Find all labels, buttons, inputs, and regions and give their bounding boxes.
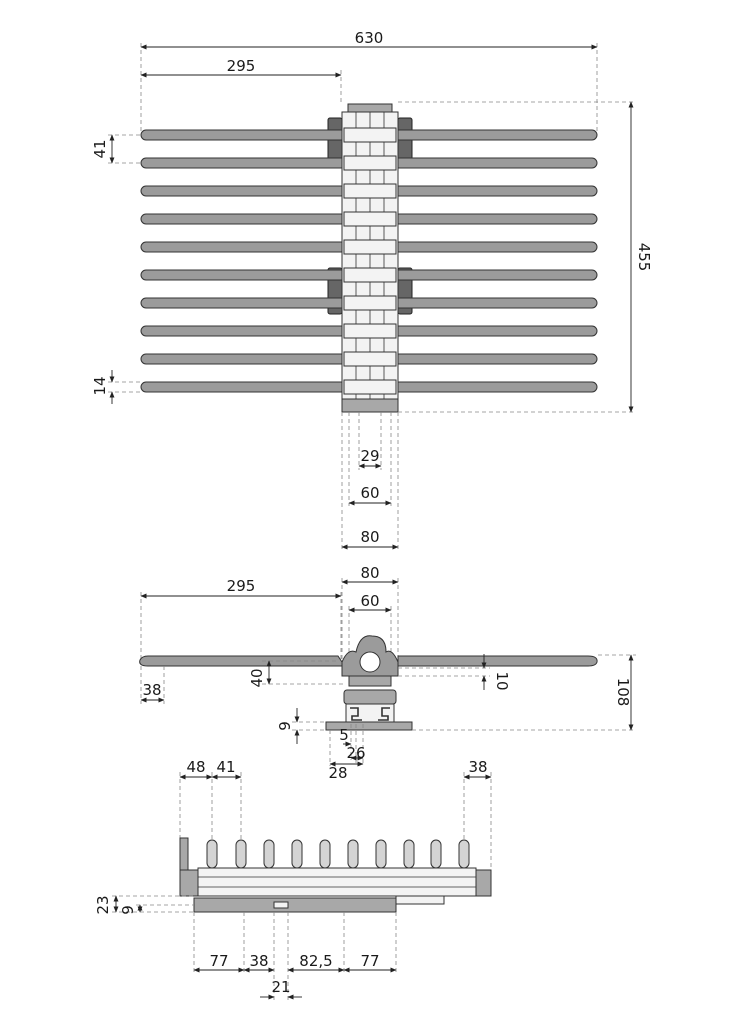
dim-label-width-80: 80 [360, 564, 379, 582]
rod-pivot [343, 379, 397, 395]
rod-pivot [343, 267, 397, 283]
hook [375, 839, 387, 869]
slide-profile [378, 707, 390, 721]
dim-label-23: 23 [94, 895, 112, 914]
dim-label-77-left: 77 [209, 952, 228, 970]
rod-pivot [343, 351, 397, 367]
dim-label-outer-80: 80 [360, 528, 379, 546]
dim-label-9: 9 [119, 905, 137, 915]
dim-label-rod-length: 295 [227, 57, 256, 75]
top-view: 630 295 [91, 29, 653, 550]
dim-label-41: 41 [216, 758, 235, 776]
dim-label-26: 26 [346, 744, 365, 762]
runner-tip [395, 895, 445, 905]
hook [291, 839, 303, 869]
rod-pivot [343, 295, 397, 311]
end-block-right [475, 869, 492, 897]
rod-pivot [343, 239, 397, 255]
rod-pivot [343, 323, 397, 339]
bracket [397, 117, 413, 165]
loop-hole [359, 651, 381, 673]
hook [458, 839, 470, 869]
hook [263, 839, 275, 869]
slide-rail [197, 867, 477, 897]
dim-label-21: 21 [271, 978, 290, 996]
dim-label-rod-pitch: 41 [91, 139, 109, 158]
dim-label-inner-29: 29 [360, 447, 379, 465]
dim-label-38: 38 [142, 681, 161, 699]
rod-pivot [343, 183, 397, 199]
hook [206, 839, 218, 869]
rod-side [139, 655, 343, 667]
front-view: 48 41 38 23 [94, 758, 492, 1000]
dim-label-38: 38 [468, 758, 487, 776]
dim-label-rod-diameter: 14 [91, 376, 109, 395]
dim-label-108: 108 [614, 678, 632, 707]
dim-label-48: 48 [186, 758, 205, 776]
hook [403, 839, 415, 869]
hook [430, 839, 442, 869]
rod-pivot [343, 127, 397, 143]
dim-label-width-60: 60 [360, 592, 379, 610]
slide-block [345, 703, 395, 725]
slide-profile [350, 707, 362, 721]
dim-label-82-5: 82,5 [299, 952, 332, 970]
rod-pivot [343, 211, 397, 227]
end-stop [179, 837, 189, 871]
dim-label-77-right: 77 [360, 952, 379, 970]
dim-label-9: 9 [276, 721, 294, 731]
slide-top [343, 689, 397, 705]
dim-label-10: 10 [493, 671, 511, 690]
dim-label-inner-60: 60 [360, 484, 379, 502]
base-runner [193, 897, 397, 913]
carrier-top [348, 675, 392, 687]
dim-label-total-width: 630 [355, 29, 384, 47]
rod-pivot [343, 155, 397, 171]
rod-side [397, 655, 598, 667]
side-view: 295 80 60 40 10 [139, 564, 636, 782]
dim-label-5: 5 [339, 726, 349, 744]
hook [235, 839, 247, 869]
hook [319, 839, 331, 869]
dim-label-rod-length: 295 [227, 577, 256, 595]
dim-label-40: 40 [248, 668, 266, 687]
dim-label-38-bottom: 38 [249, 952, 268, 970]
top-cap [347, 103, 393, 113]
hooks [206, 839, 470, 869]
runner-slot [273, 901, 289, 909]
dim-label-28: 28 [328, 764, 347, 782]
base-plate [325, 721, 413, 731]
dim-label-height: 455 [635, 243, 653, 272]
bracket [327, 117, 343, 165]
bottom-cap [341, 398, 399, 413]
hook [347, 839, 359, 869]
end-block-left [179, 869, 199, 897]
